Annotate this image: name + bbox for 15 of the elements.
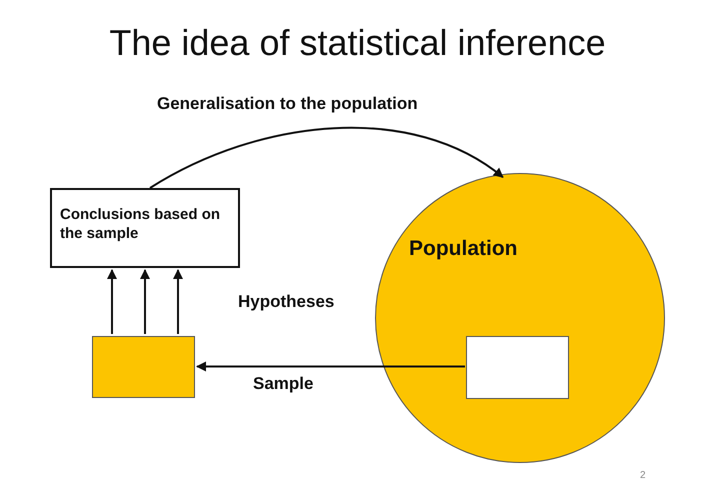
sample-rectangle: [466, 336, 569, 399]
node-label: Conclusions based on the sample: [60, 206, 222, 244]
annotation-label: Hypotheses: [238, 292, 334, 312]
node-label: Population: [409, 236, 518, 262]
arrow: [196, 362, 465, 372]
edge-label: Sample: [253, 374, 314, 394]
arrow: [107, 269, 117, 334]
page-number: 2: [640, 470, 646, 481]
title: The idea of statistical inference: [108, 22, 607, 64]
conclusion-box: [50, 188, 240, 268]
arrow: [140, 269, 150, 334]
sample-rectangle: [92, 336, 195, 398]
arrow: [173, 269, 183, 334]
edge-label: Generalisation to the population: [157, 94, 418, 114]
arrow: [150, 127, 504, 189]
